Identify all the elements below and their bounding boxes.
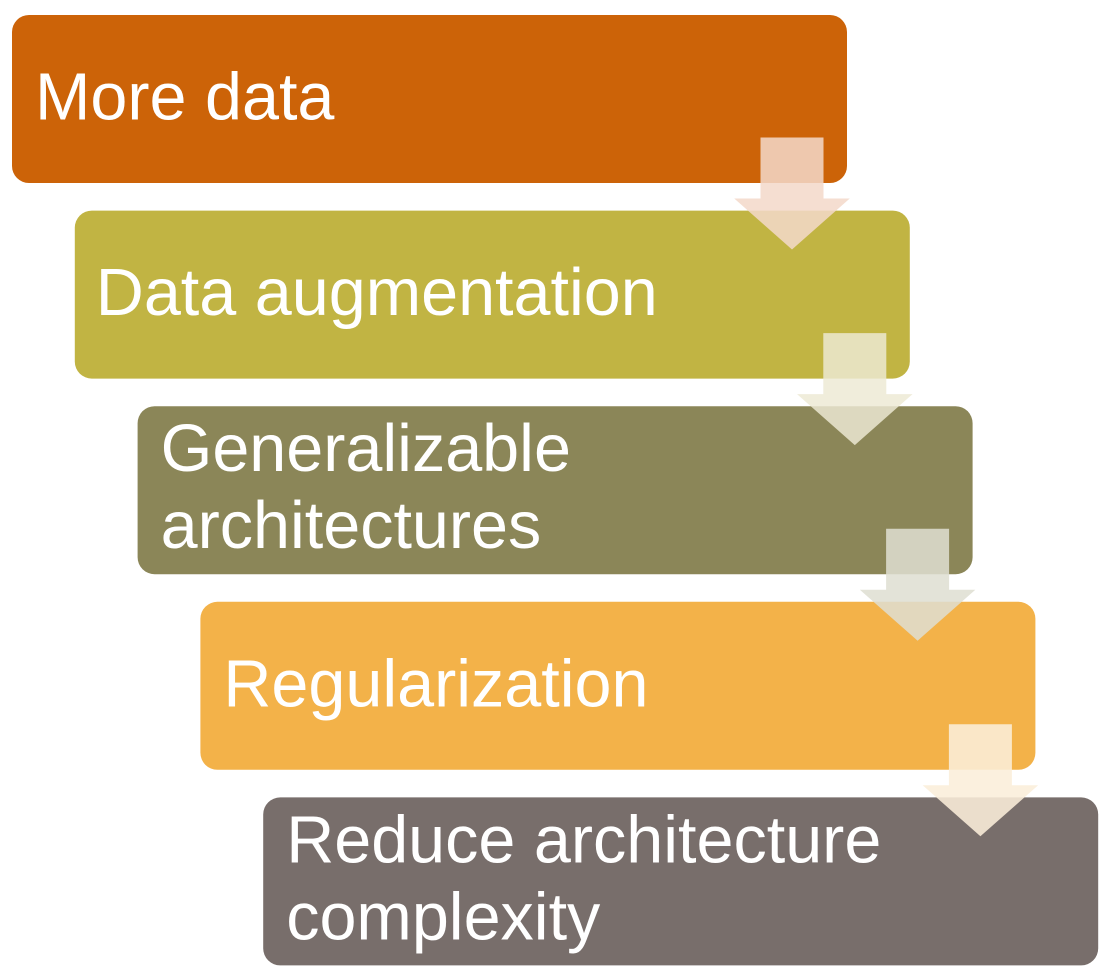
svg-text:More data: More data [35,61,334,135]
svg-text:Regularization: Regularization [223,647,648,721]
svg-text:architectures: architectures [161,489,542,563]
svg-text:Data augmentation: Data augmentation [96,256,658,330]
svg-text:Reduce architecture: Reduce architecture [286,803,881,877]
svg-text:complexity: complexity [286,880,601,954]
svg-text:Generalizable: Generalizable [161,412,571,486]
